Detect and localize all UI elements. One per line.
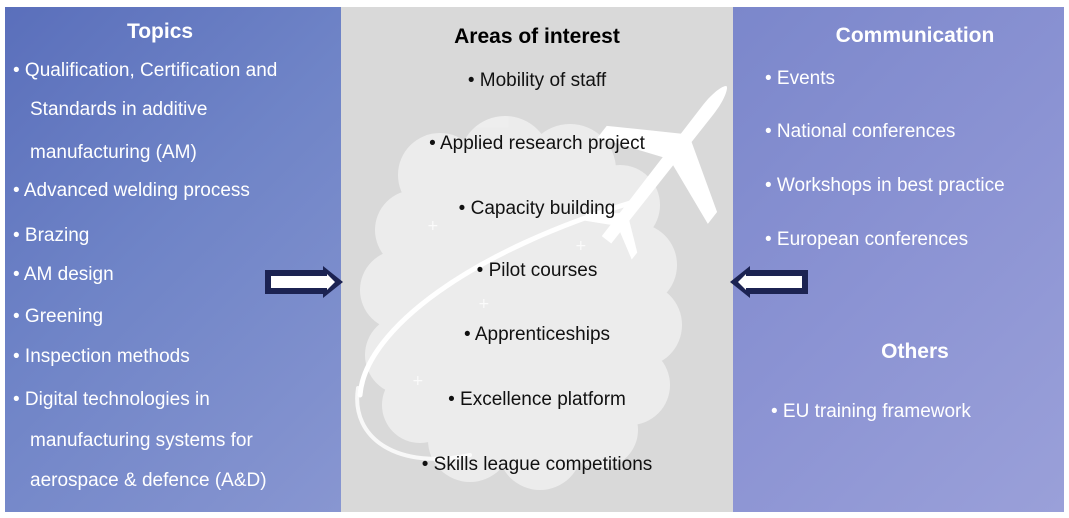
list-item: • Applied research project: [429, 133, 645, 154]
topics-panel: [5, 7, 341, 512]
list-item: • EU training framework: [771, 401, 971, 422]
others-title: Others: [881, 340, 949, 363]
list-item: • Excellence platform: [448, 389, 626, 410]
topics-title: Topics: [126, 20, 194, 43]
double-arrow-left-icon: [730, 266, 808, 298]
communication-title: Communication: [835, 24, 995, 47]
svg-text:+: +: [412, 373, 424, 389]
areas-of-interest-title: Areas of interest: [454, 25, 620, 48]
list-item: • Greening: [13, 306, 104, 327]
list-item: • Workshops in best practice: [765, 175, 1005, 196]
list-item: aerospace & defence (A&D): [30, 470, 267, 491]
list-item: • Brazing: [13, 225, 90, 246]
list-item: • Capacity building: [458, 198, 616, 219]
svg-text:+: +: [427, 218, 439, 234]
list-item: • Pilot courses: [476, 260, 598, 281]
double-arrow-right-icon: [265, 266, 343, 298]
list-item: • Skills league competitions: [421, 454, 653, 475]
list-item: • Mobility of staff: [467, 70, 607, 91]
list-item: • Digital technologies in: [13, 389, 210, 410]
list-item: manufacturing (AM): [30, 142, 197, 163]
communication-panel: [733, 7, 1064, 512]
list-item: • Advanced welding process: [13, 180, 250, 201]
list-item: • Apprenticeships: [463, 324, 611, 345]
list-item: Standards in additive: [30, 99, 208, 120]
svg-text:+: +: [478, 296, 490, 312]
list-item: • Events: [765, 68, 836, 89]
list-item: • European conferences: [765, 229, 969, 250]
list-item: • Inspection methods: [13, 346, 190, 367]
list-item: • National conferences: [765, 121, 956, 142]
list-item: • AM design: [13, 264, 114, 285]
svg-text:+: +: [575, 238, 587, 254]
list-item: manufacturing systems for: [30, 430, 253, 451]
list-item: • Qualification, Certification and: [13, 60, 278, 81]
